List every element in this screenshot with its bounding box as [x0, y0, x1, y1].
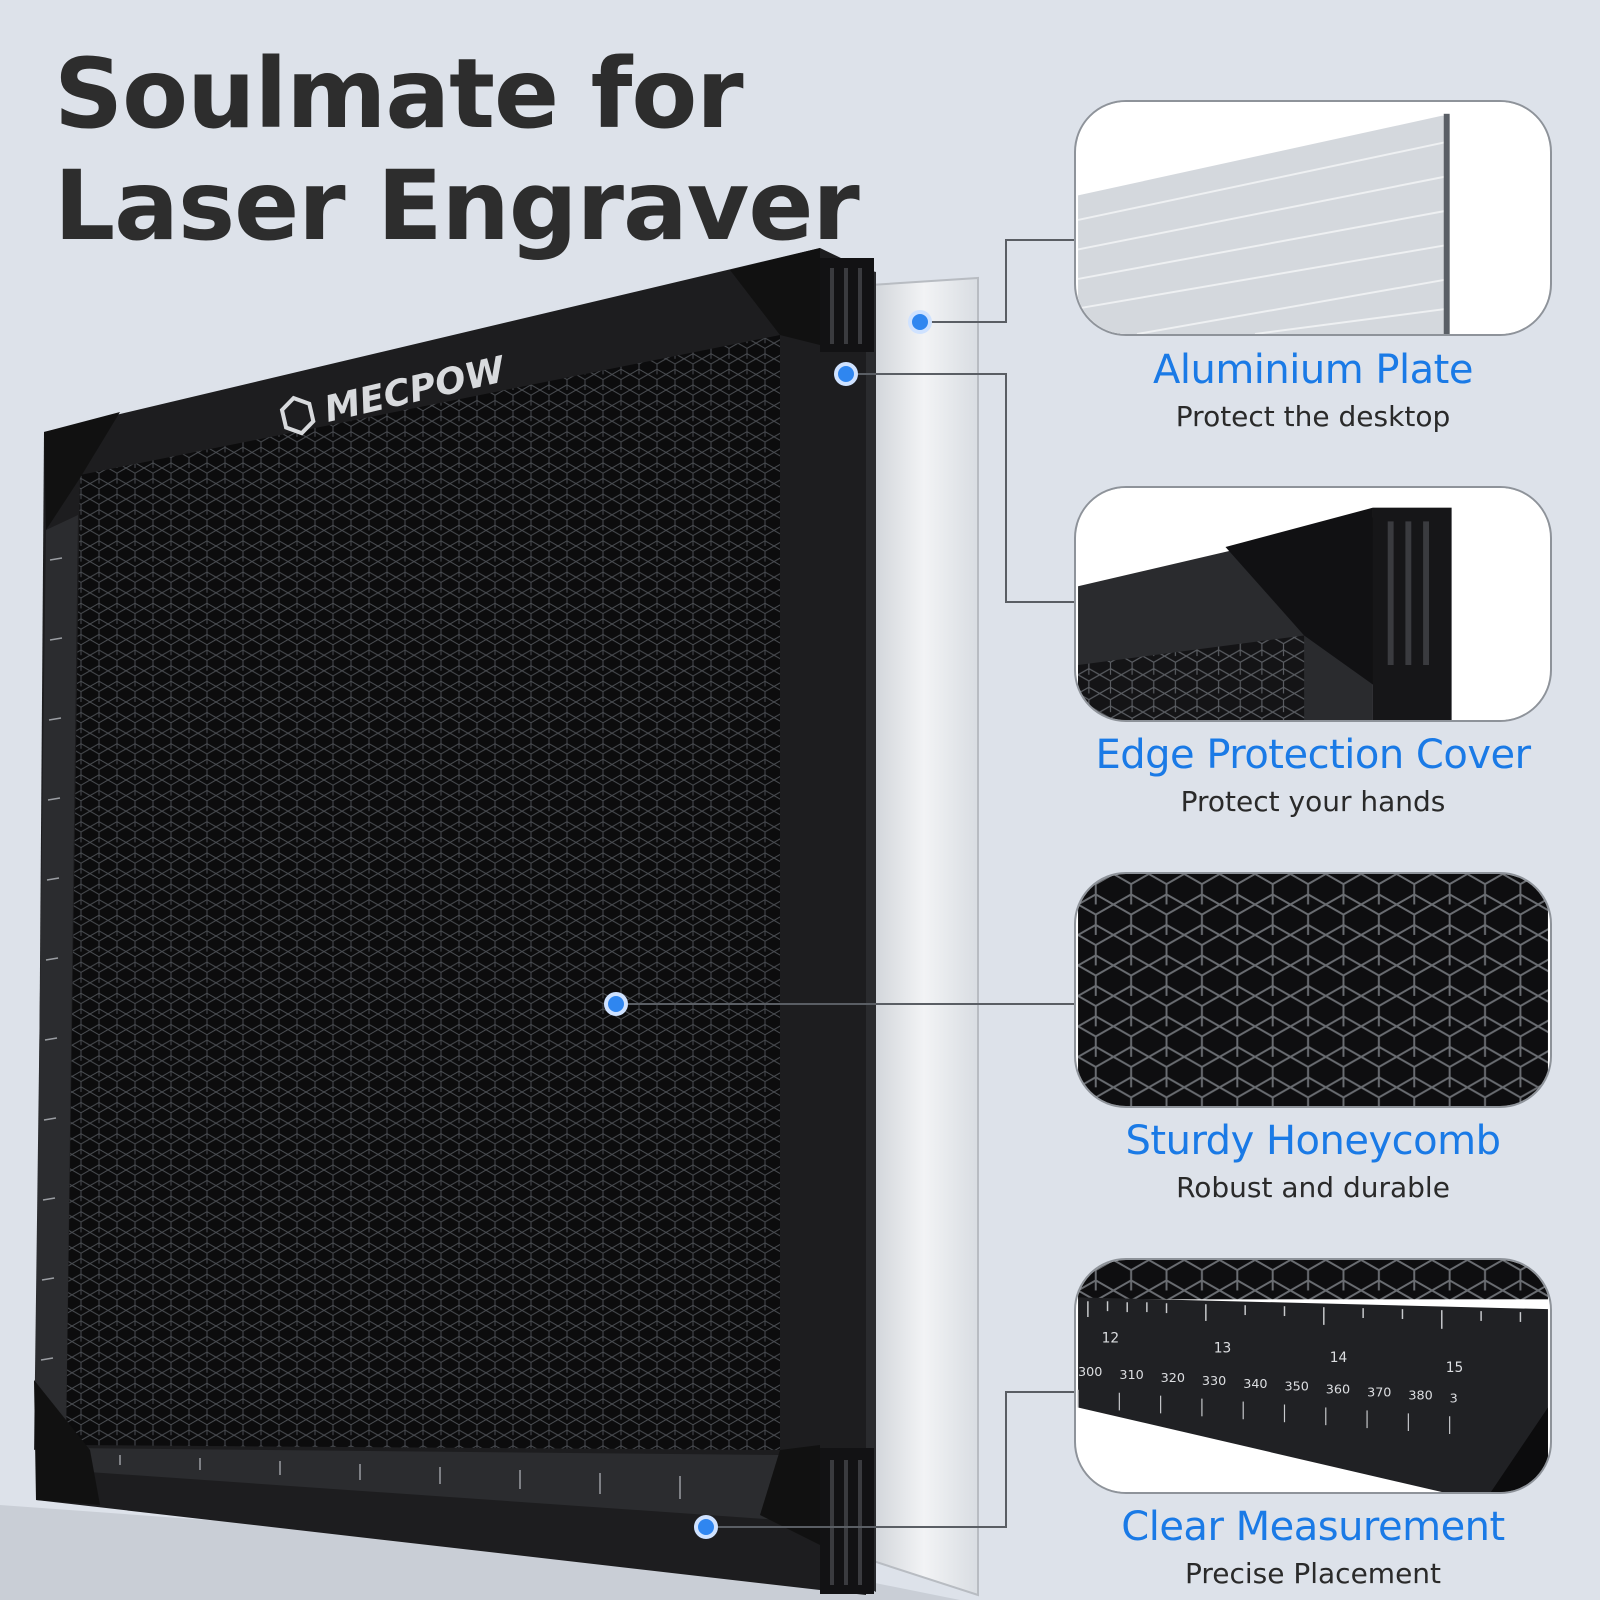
- headline-line-2: Laser Engraver: [54, 150, 860, 262]
- ruler-mm-label: 330: [1202, 1374, 1226, 1389]
- edge-protection-card: [1074, 486, 1552, 722]
- callout-dots: [604, 310, 932, 1539]
- feature-title-honeycomb: Sturdy Honeycomb: [1125, 1118, 1501, 1164]
- callout-lines: [616, 239, 1074, 1528]
- aluminium-plate-image: [1077, 102, 1548, 334]
- feature-title-aluminium-plate: Aluminium Plate: [1153, 347, 1473, 393]
- ruler-image: 12 13 14 15 300 310 320 330 340 350 360 …: [1077, 1260, 1548, 1492]
- end-cap-top: [820, 258, 874, 352]
- edge-protection-image: [1078, 488, 1548, 720]
- callout-dot-edge: [834, 362, 858, 386]
- feature-subtitle-measurement: Precise Placement: [1184, 1557, 1442, 1590]
- feature-subtitle-aluminium-plate: Protect the desktop: [1175, 400, 1451, 433]
- ruler-mm-label: 350: [1284, 1380, 1308, 1395]
- headline: Soulmate for Laser Engraver: [54, 38, 860, 262]
- feature-subtitle-honeycomb: Robust and durable: [1176, 1171, 1450, 1204]
- headline-line-1: Soulmate for: [54, 38, 744, 150]
- measurement-card: 12 13 14 15 300 310 320 330 340 350 360 …: [1074, 1258, 1552, 1494]
- ruler-mm-label: 300: [1078, 1365, 1102, 1380]
- ruler-inch-label: 14: [1330, 1350, 1347, 1366]
- callout-dot-honeycomb: [604, 992, 628, 1016]
- bottom-ruler: [60, 1448, 780, 1520]
- callout-dot-plate: [908, 310, 932, 334]
- feature-title-measurement: Clear Measurement: [1121, 1504, 1505, 1550]
- feature-subtitle-edge-protection: Protect your hands: [1180, 785, 1446, 818]
- honeycomb-grid: [66, 335, 780, 1450]
- ruler-mm-label: 370: [1367, 1386, 1391, 1401]
- corner-cover-top-right: [730, 248, 820, 345]
- ruler-mm-label: 310: [1119, 1368, 1143, 1383]
- feature-title-edge-protection: Edge Protection Cover: [1095, 732, 1531, 778]
- left-ruler: [34, 515, 78, 1450]
- end-cap-bottom: [820, 1448, 874, 1594]
- aluminium-plate: [869, 276, 979, 1597]
- ruler-mm-label: 340: [1243, 1377, 1267, 1392]
- ruler-mm-label: 3: [1450, 1392, 1458, 1407]
- corner-cover-bottom-left: [34, 1380, 100, 1505]
- ruler-mm-label: 380: [1408, 1389, 1432, 1404]
- aluminium-plate-card: [1074, 100, 1552, 336]
- ruler-mm-label: 320: [1161, 1371, 1185, 1386]
- ruler-inch-label: 13: [1214, 1340, 1232, 1356]
- corner-cover-bottom-right: [760, 1445, 820, 1545]
- callout-dot-ruler: [694, 1515, 718, 1539]
- ruler-inch-label: 12: [1102, 1331, 1120, 1347]
- ruler-inch-label: 15: [1446, 1360, 1464, 1376]
- ruler-mm-label: 360: [1326, 1383, 1350, 1398]
- honeycomb-image: [1078, 874, 1548, 1106]
- honeycomb-card: [1074, 872, 1552, 1108]
- corner-cover-top-left: [44, 412, 120, 530]
